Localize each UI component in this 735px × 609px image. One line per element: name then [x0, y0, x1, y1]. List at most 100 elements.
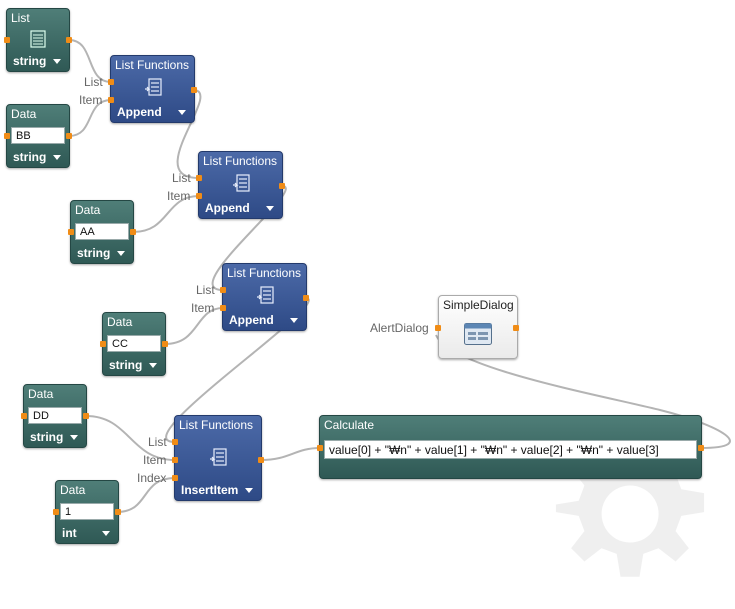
simple-dialog-title: SimpleDialog	[443, 298, 514, 312]
port-label-alert-dialog: AlertDialog	[370, 321, 429, 335]
port-label-list: List	[196, 283, 215, 297]
lf3-list-input-port[interactable]	[220, 287, 226, 293]
list-functions-title: List Functions	[203, 154, 278, 168]
chevron-down-icon	[117, 251, 125, 256]
wire-bb-to-lf1-item	[68, 99, 112, 137]
calculate-input-port[interactable]	[317, 445, 323, 451]
port-label-index: Index	[137, 471, 167, 485]
operation-value: Append	[117, 105, 162, 119]
list-functions-title: List Functions	[227, 266, 302, 280]
data-value-field[interactable]: BB	[11, 127, 65, 144]
data-type-dropdown[interactable]: string	[7, 150, 69, 164]
wire-cc-to-lf3-item	[164, 307, 224, 345]
port-label-list: List	[84, 75, 103, 89]
data-node-title: Data	[75, 203, 101, 217]
list-functions-node-2[interactable]: List Functions Append	[198, 151, 283, 219]
list-type-value: string	[13, 54, 47, 68]
operation-dropdown[interactable]: Append	[199, 201, 282, 215]
data-value-field[interactable]: DD	[28, 407, 82, 424]
chevron-down-icon	[102, 531, 110, 536]
simple-dialog-node[interactable]: SimpleDialog	[438, 295, 518, 359]
data-type-dropdown[interactable]: string	[71, 246, 133, 260]
data-input-port[interactable]	[21, 413, 27, 419]
data-node-cc[interactable]: Data CC string	[102, 312, 166, 376]
data-type-dropdown[interactable]: string	[103, 358, 165, 372]
data-input-port[interactable]	[68, 229, 74, 235]
data-output-port[interactable]	[115, 509, 121, 515]
dialog-output-port[interactable]	[513, 325, 519, 331]
lf4-output-port[interactable]	[258, 457, 264, 463]
lf1-item-input-port[interactable]	[108, 97, 114, 103]
data-value-field[interactable]: 1	[60, 503, 114, 520]
data-output-port[interactable]	[66, 133, 72, 139]
lf4-item-input-port[interactable]	[172, 457, 178, 463]
chevron-down-icon	[266, 206, 274, 211]
lf2-output-port[interactable]	[279, 183, 285, 189]
lf4-list-input-port[interactable]	[172, 439, 178, 445]
list-output-port[interactable]	[66, 37, 72, 43]
list-functions-title: List Functions	[115, 58, 190, 72]
data-node-title: Data	[60, 483, 86, 497]
data-node-dd[interactable]: Data DD string	[23, 384, 87, 448]
lf2-item-input-port[interactable]	[196, 193, 202, 199]
operation-value: Append	[205, 201, 250, 215]
list-icon	[30, 30, 46, 48]
list-functions-node-1[interactable]: List Functions Append	[110, 55, 195, 123]
list-type-dropdown[interactable]: string	[7, 54, 69, 68]
data-node-int[interactable]: Data 1 int	[55, 480, 119, 544]
data-node-title: Data	[107, 315, 133, 329]
dialog-input-port[interactable]	[435, 325, 441, 331]
data-value-field[interactable]: AA	[75, 223, 129, 240]
wire-dd-to-lf4-item	[85, 415, 176, 461]
data-node-bb[interactable]: Data BB string	[6, 104, 70, 168]
data-input-port[interactable]	[53, 509, 59, 515]
list-functions-node-3[interactable]: List Functions Append	[222, 263, 307, 331]
list-functions-title: List Functions	[179, 418, 254, 432]
data-node-aa[interactable]: Data AA string	[70, 200, 134, 264]
lf2-list-input-port[interactable]	[196, 175, 202, 181]
chevron-down-icon	[178, 110, 186, 115]
list-append-icon	[257, 286, 274, 304]
data-type-value: string	[30, 430, 64, 444]
operation-value: Append	[229, 313, 274, 327]
data-type-value: string	[109, 358, 143, 372]
calculate-output-port[interactable]	[698, 445, 704, 451]
data-type-dropdown[interactable]: string	[24, 430, 86, 444]
operation-dropdown[interactable]: InsertItem	[175, 483, 261, 497]
wire-int-to-lf4-index	[116, 477, 176, 513]
data-input-port[interactable]	[4, 133, 10, 139]
wire-list-to-lf1-list	[68, 39, 112, 83]
data-output-port[interactable]	[162, 341, 168, 347]
lf1-list-input-port[interactable]	[108, 79, 114, 85]
lf1-output-port[interactable]	[191, 87, 197, 93]
dialog-window-icon	[464, 323, 492, 345]
list-node[interactable]: List string	[6, 8, 70, 72]
operation-value: InsertItem	[181, 483, 239, 497]
operation-dropdown[interactable]: Append	[223, 313, 306, 327]
operation-dropdown[interactable]: Append	[111, 105, 194, 119]
lf3-item-input-port[interactable]	[220, 305, 226, 311]
port-label-list: List	[148, 435, 167, 449]
data-input-port[interactable]	[100, 341, 106, 347]
port-label-item: Item	[143, 453, 167, 467]
data-output-port[interactable]	[130, 229, 136, 235]
wire-lf1-to-lf2-list	[176, 89, 202, 179]
calculate-node[interactable]: Calculate value[0] + "₩n" + value[1] + "…	[319, 415, 702, 479]
chevron-down-icon	[70, 435, 78, 440]
chevron-down-icon	[149, 363, 157, 368]
data-value-field[interactable]: CC	[107, 335, 161, 352]
calculate-title: Calculate	[324, 418, 375, 432]
chevron-down-icon	[53, 59, 61, 64]
chevron-down-icon	[290, 318, 298, 323]
wire-lf4-to-calc	[260, 447, 321, 461]
wire-calc-to-dialog	[435, 334, 731, 449]
wire-lf2-to-lf3-list	[211, 185, 287, 291]
list-input-port[interactable]	[4, 37, 10, 43]
data-output-port[interactable]	[83, 413, 89, 419]
data-type-value: int	[62, 526, 77, 540]
calculate-expression-field[interactable]: value[0] + "₩n" + value[1] + "₩n" + valu…	[324, 440, 697, 459]
data-type-dropdown[interactable]: int	[56, 526, 118, 540]
lf3-output-port[interactable]	[303, 295, 309, 301]
list-functions-node-4[interactable]: List Functions InsertItem	[174, 415, 262, 501]
lf4-index-input-port[interactable]	[172, 475, 178, 481]
